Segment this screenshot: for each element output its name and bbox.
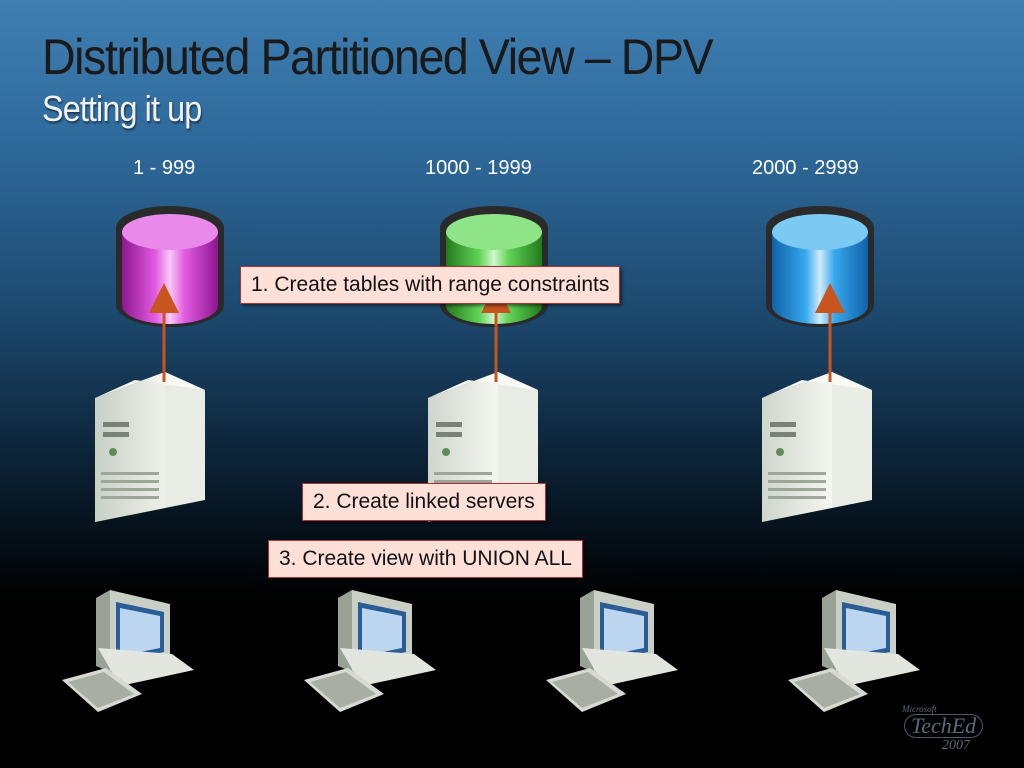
logo-line-2: TechEd — [904, 714, 984, 738]
slide-subtitle: Setting it up — [42, 88, 202, 129]
client-computer-icon-3 — [546, 590, 678, 712]
range-label-2: 1000 - 1999 — [425, 157, 532, 179]
logo-line-1: Microsoft — [902, 704, 937, 714]
client-computer-icon-2 — [304, 590, 436, 712]
server-icon-2 — [428, 372, 538, 522]
client-computer-icon-4 — [788, 590, 920, 712]
client-computer-icon-1 — [62, 590, 194, 712]
range-label-3: 2000 - 2999 — [752, 157, 859, 179]
teched-logo: Microsoft TechEd 2007 — [896, 700, 986, 756]
step-3-callout: 3. Create view with UNION ALL — [268, 540, 583, 578]
range-label-1: 1 - 999 — [133, 157, 196, 179]
logo-line-3: 2007 — [942, 738, 970, 753]
database-icon-3 — [766, 206, 874, 327]
database-icon-1 — [116, 206, 224, 327]
server-icon-3 — [762, 372, 872, 522]
server-icon-1 — [95, 372, 205, 522]
step-2-callout: 2. Create linked servers — [302, 483, 546, 521]
step-1-callout: 1. Create tables with range constraints — [240, 266, 621, 304]
slide-title: Distributed Partitioned View – DPV — [42, 29, 714, 85]
